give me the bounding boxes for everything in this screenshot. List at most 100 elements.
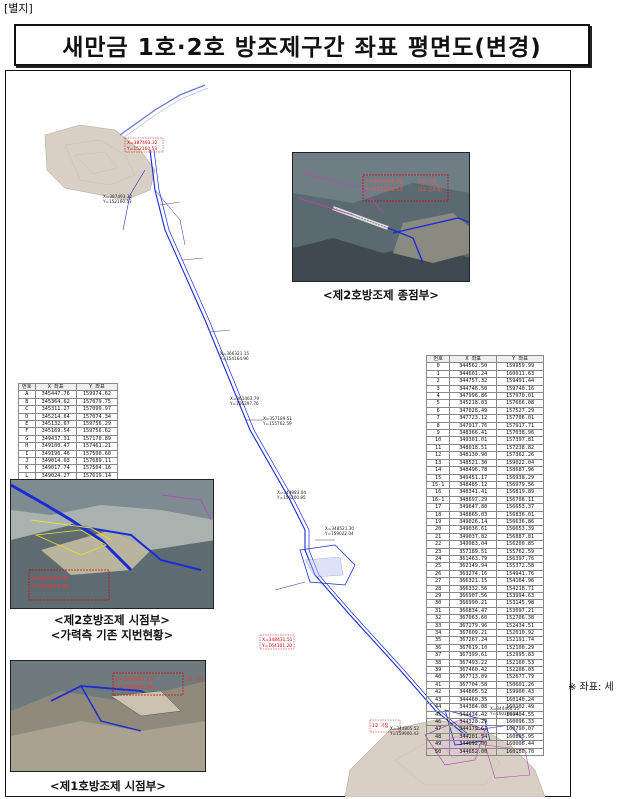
- photo-dike2-end: X=387493.32 Y=152160.53 2호 기점 (2호 방조제): [292, 152, 470, 282]
- left-table-cell: 159756.29: [75, 420, 119, 429]
- right-table-cell: 160096.33: [496, 717, 544, 727]
- right-table-cell: 344757.32: [449, 377, 498, 386]
- right-table-cell: 367063.60: [449, 614, 498, 623]
- right-table-cell: 28: [425, 584, 451, 594]
- right-table-cell: 156819.89: [496, 488, 544, 497]
- left-table-cell: 349196.46: [34, 449, 77, 459]
- right-table-cell: 3: [425, 384, 451, 394]
- right-table-cell: 10: [425, 436, 451, 445]
- right-table-cell: 154164.96: [496, 577, 544, 586]
- right-table-cell: 156938.29: [496, 473, 544, 482]
- right-table-cell: 160006.44: [496, 740, 544, 749]
- left-table-cell: 345214.64: [34, 412, 77, 422]
- left-table-cell: 349017.74: [34, 464, 77, 473]
- left-table-cell: E: [18, 420, 36, 429]
- right-table-cell: 156836.01: [496, 510, 544, 519]
- right-table-cell: 361463.79: [449, 554, 498, 564]
- right-table-cell: 16-1: [425, 495, 451, 505]
- left-table-cell: 157500.60: [75, 449, 119, 459]
- left-table-cell: B: [18, 397, 36, 407]
- right-table-cell: 36: [425, 643, 451, 653]
- right-table-cell: 159491.44: [496, 377, 544, 386]
- right-table-cell: 349983.04: [449, 540, 498, 549]
- right-table-cell: 348496.78: [449, 466, 498, 475]
- right-table-cell: 45: [425, 710, 451, 719]
- right-table-cell: 7: [425, 414, 451, 423]
- right-table-cell: 156397.76: [496, 554, 544, 564]
- right-table-cell: 152191.74: [496, 636, 544, 645]
- left-table-cell: C: [18, 405, 36, 414]
- left-table-cell: 159974.62: [75, 390, 119, 399]
- right-table-cell: 30: [425, 599, 451, 608]
- right-table-cell: 348366.41: [449, 429, 498, 438]
- right-table-cell: 348521.30: [449, 458, 498, 468]
- photo-dike2-start: X=348431.51 Y=164101.20: [10, 479, 214, 609]
- right-table-cell: 24: [425, 554, 451, 564]
- right-table-cell: 347917.76: [449, 421, 498, 431]
- right-table-cell: 22: [425, 540, 451, 549]
- left-table-cell: D: [18, 412, 36, 422]
- right-table-cell: 348130.90: [449, 451, 498, 460]
- attachment-tag: [별지]: [4, 2, 33, 15]
- map-label-low1-x: X=349983.04: [277, 490, 306, 495]
- right-table-cell: 44: [425, 703, 451, 712]
- right-table-cell: 349026.14: [449, 517, 498, 527]
- left-table-cell: K: [18, 464, 36, 473]
- right-table-cell: 42: [425, 688, 451, 697]
- left-table-cell: 345447.76: [34, 390, 77, 399]
- right-table-cell: 48: [425, 732, 451, 742]
- left-th-no: 번호: [18, 382, 36, 392]
- right-table-cell: 344384.08: [449, 703, 498, 712]
- right-table-cell: 160102.49: [496, 703, 544, 712]
- right-table-cell: 35: [425, 636, 451, 645]
- left-table-cell: 157099.97: [75, 405, 119, 414]
- right-table-cell: 8: [425, 421, 451, 431]
- photo-start1-x: X=344562.50: [115, 677, 154, 683]
- right-table-cell: 37: [425, 651, 451, 660]
- right-table-cell: 159900.43: [496, 688, 544, 697]
- map-callout-end-x: X=387493.32: [127, 140, 158, 146]
- left-table-cell: 349014.03: [34, 457, 77, 466]
- left-table-cell: 157461.21: [75, 442, 119, 451]
- right-table-cell: 345218.03: [449, 399, 498, 408]
- left-table-cell: A: [18, 390, 36, 399]
- right-table-cell: 157238.82: [496, 443, 544, 453]
- right-table-cell: 349451.17: [449, 473, 498, 482]
- junction-area: [299, 544, 356, 586]
- left-table-cell: 157504.16: [75, 464, 119, 473]
- right-table-cell: 160790.07: [496, 725, 544, 734]
- right-th-y: Y 좌표: [496, 354, 544, 364]
- right-table-cell: 26: [425, 569, 451, 579]
- right-table-cell: 160805.95: [496, 732, 544, 742]
- right-table-cell: 150601.26: [496, 680, 544, 690]
- photo-end-x: X=387493.32: [365, 179, 403, 185]
- right-table-cell: 20: [425, 525, 451, 534]
- right-table-cell: 156887.81: [496, 532, 544, 542]
- right-table-cell: 155762.59: [496, 547, 544, 556]
- map-label-bot1-y: Y=159900.43: [389, 731, 419, 736]
- right-table-cell: 17: [425, 503, 451, 512]
- right-table-cell: 367267.24: [449, 636, 498, 645]
- right-table-cell: 153097.21: [496, 606, 544, 616]
